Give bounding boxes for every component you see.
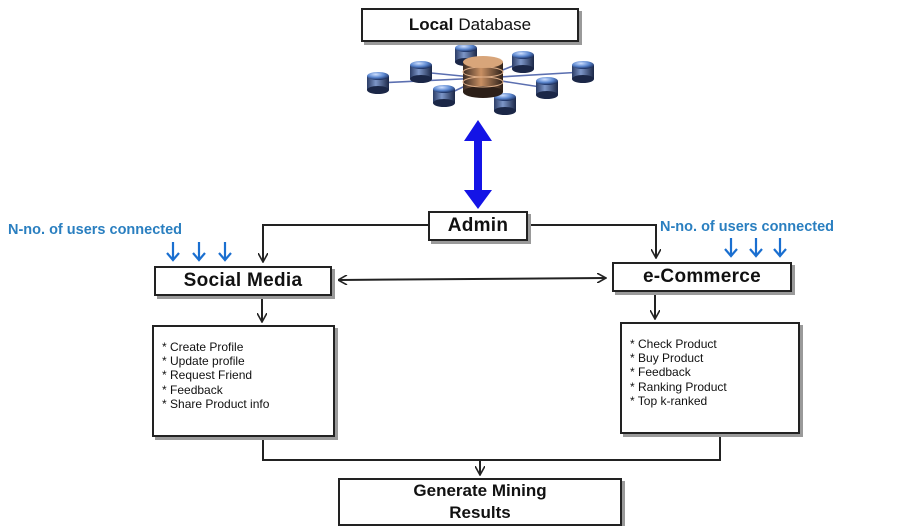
admin-label: Admin: [447, 215, 509, 236]
satellite-database-icon: [536, 77, 558, 99]
right-user-arrows: [724, 238, 787, 258]
lists-merge-connector: [262, 436, 721, 461]
feature-item: Request Friend: [162, 368, 333, 382]
database-network-icon: [367, 44, 594, 115]
social-media-box: Social Media: [154, 266, 332, 296]
satellite-database-icon: [512, 51, 534, 73]
generate-mining-results-box: Generate Mining Results: [338, 478, 622, 526]
local-database-label-bold: Local: [408, 15, 454, 34]
feature-item: Share Product info: [162, 397, 333, 411]
result-label-line-2: Results: [449, 503, 511, 522]
social-media-features-box: Create Profile Update profile Request Fr…: [152, 325, 335, 437]
admin-to-ecommerce-connector: [528, 224, 656, 257]
ecommerce-box: e-Commerce: [612, 262, 792, 292]
satellite-database-icon: [572, 61, 594, 83]
users-connected-label-left: N-no. of users connected: [8, 222, 183, 238]
central-database-icon: [462, 56, 504, 98]
feature-item: Ranking Product: [630, 380, 798, 394]
users-connected-label-right: N-no. of users connected: [660, 219, 835, 235]
admin-box: Admin: [428, 211, 528, 241]
satellite-database-icon: [410, 61, 432, 83]
local-database-box: Local Database: [361, 8, 579, 42]
left-user-arrows: [166, 242, 232, 262]
satellite-database-icon: [367, 72, 389, 94]
feature-item: Check Product: [630, 337, 798, 351]
feature-item: Create Profile: [162, 340, 333, 354]
ecommerce-features-box: Check Product Buy Product Feedback Ranki…: [620, 322, 800, 434]
admin-to-social-connector: [263, 224, 428, 261]
admin-database-double-arrow: [464, 120, 492, 209]
social-ecommerce-connector: [339, 278, 605, 280]
feature-item: Buy Product: [630, 351, 798, 365]
satellite-database-icon: [433, 85, 455, 107]
feature-item: Top k-ranked: [630, 394, 798, 408]
feature-item: Feedback: [162, 383, 333, 397]
local-database-label: Database: [458, 15, 532, 34]
ecommerce-label: e-Commerce: [642, 266, 762, 287]
result-label-line-1: Generate Mining: [413, 481, 547, 500]
social-media-label: Social Media: [183, 270, 303, 291]
feature-item: Update profile: [162, 354, 333, 368]
satellite-database-icon: [494, 93, 516, 115]
feature-item: Feedback: [630, 365, 798, 379]
